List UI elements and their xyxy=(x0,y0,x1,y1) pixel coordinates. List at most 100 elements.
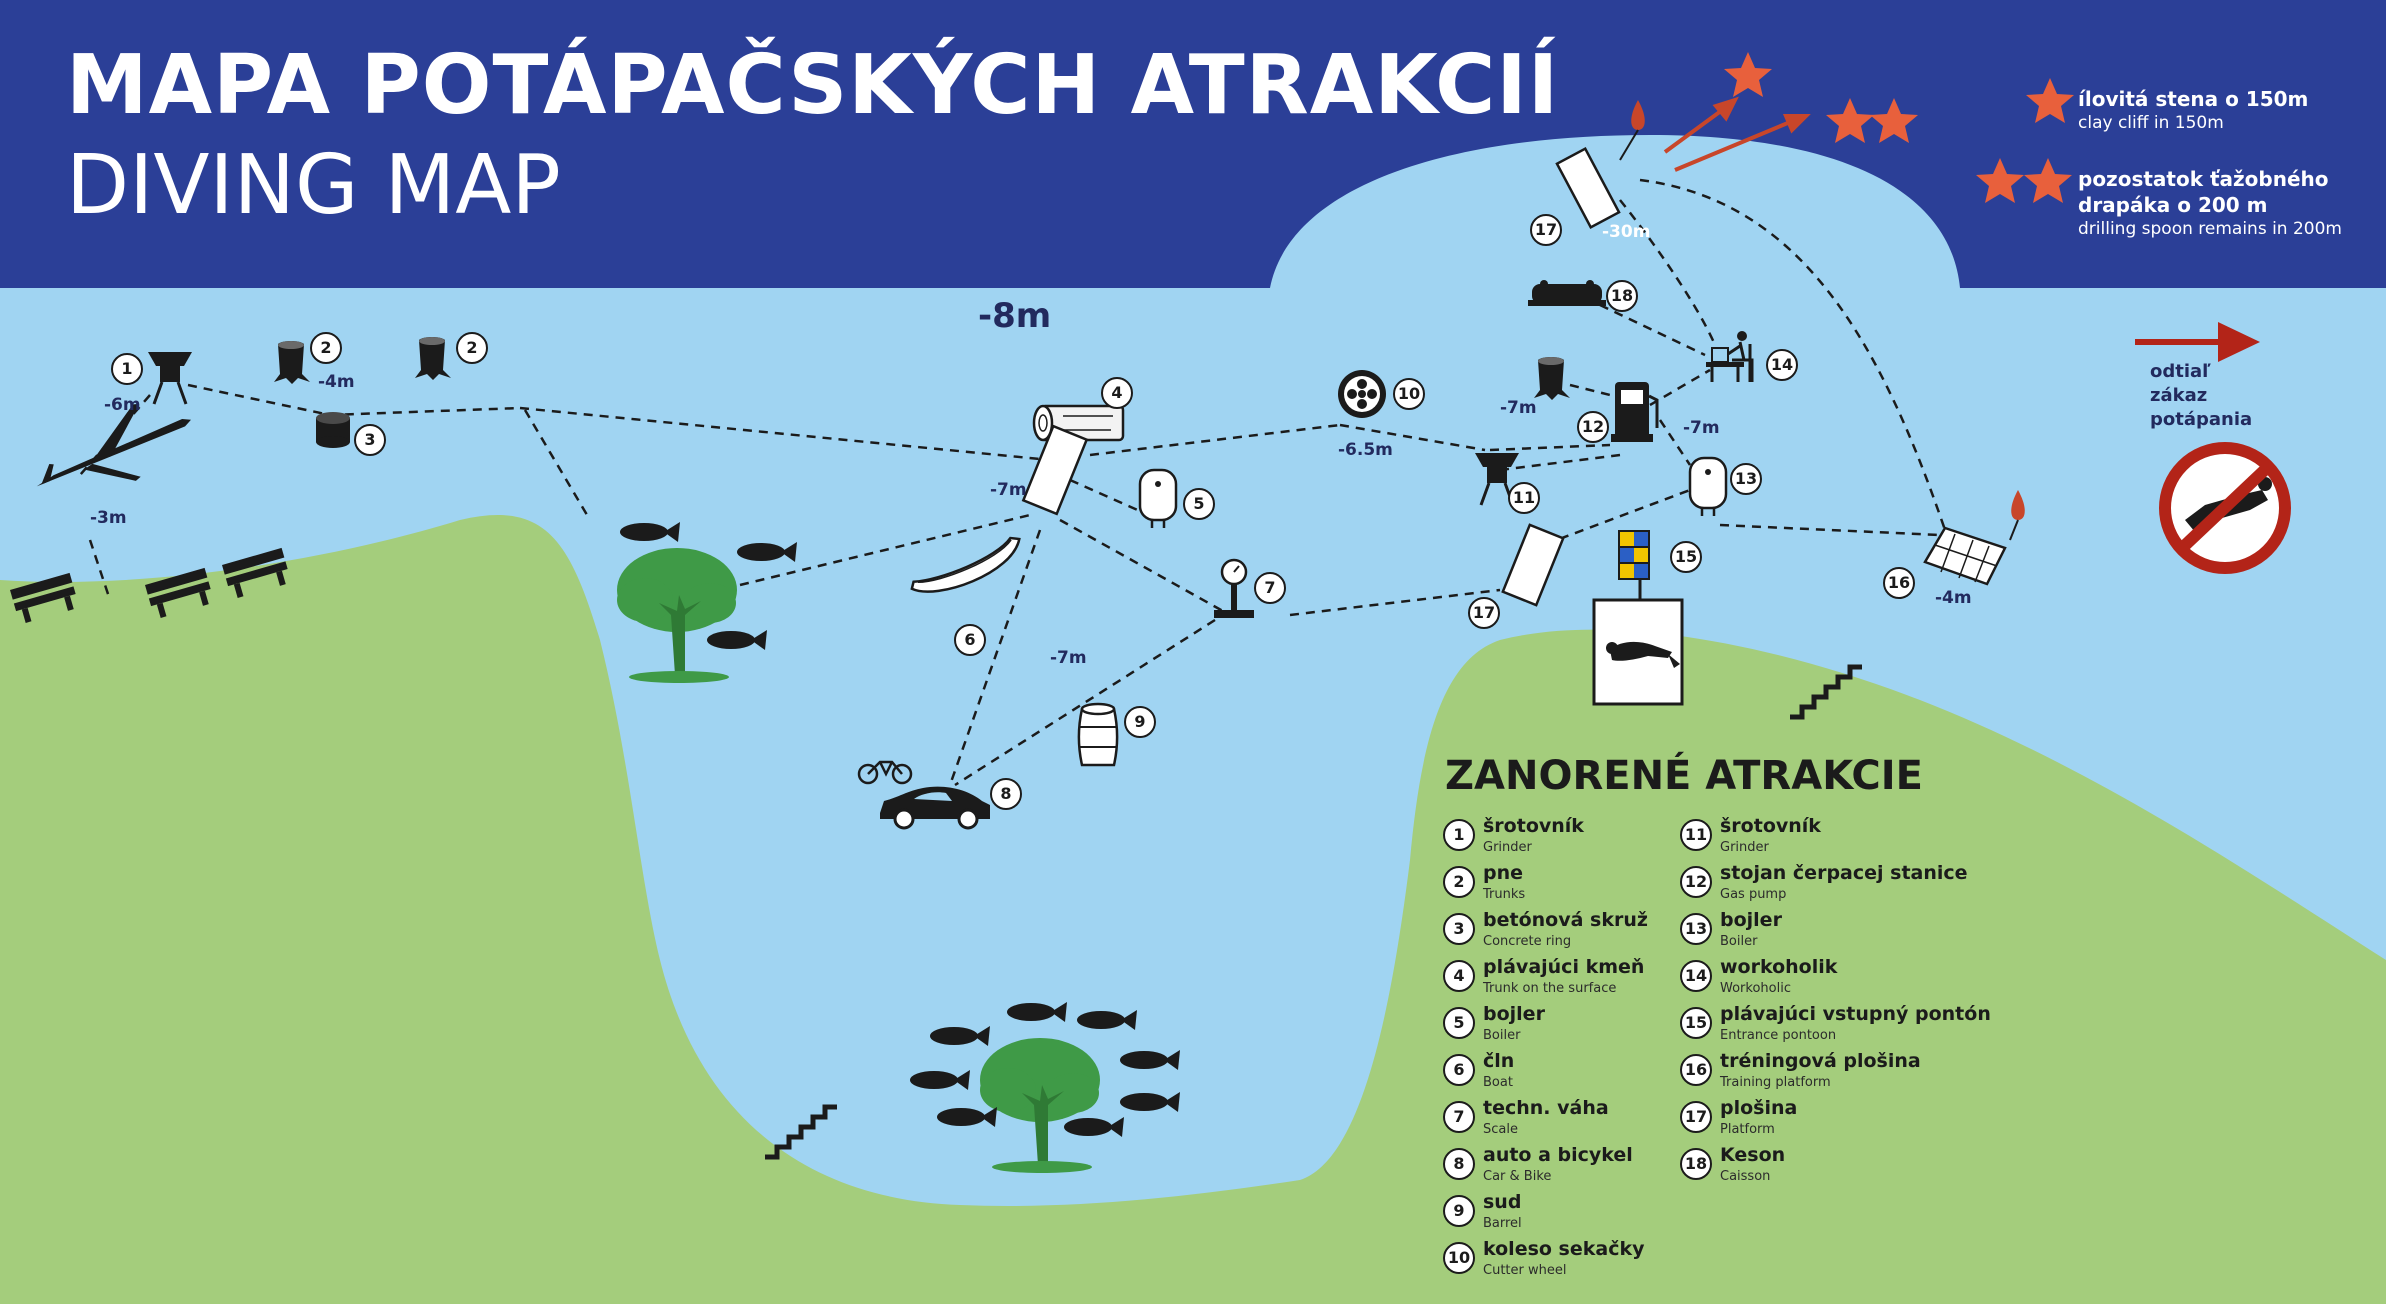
route-7-to-8 xyxy=(954,618,1216,787)
legend-name: techn. váha xyxy=(1483,1097,1609,1119)
scale-icon xyxy=(1214,558,1254,618)
log-icon xyxy=(1032,404,1125,442)
legend-number: 16 xyxy=(1680,1054,1712,1086)
route-12-to-14 xyxy=(1649,368,1711,407)
fish-icon xyxy=(930,1026,990,1046)
legend-english: Boiler xyxy=(1483,1028,1521,1043)
star-icon xyxy=(1976,158,2024,203)
map-marker-17[interactable]: 17 xyxy=(1530,214,1562,246)
legend-english: Cutter wheel xyxy=(1483,1263,1567,1278)
map-marker-17[interactable]: 17 xyxy=(1468,597,1500,629)
map-marker-11[interactable]: 11 xyxy=(1508,482,1540,514)
depth-label: -7m xyxy=(1683,418,1720,438)
map-marker-18[interactable]: 18 xyxy=(1606,280,1638,312)
drop-line xyxy=(2009,519,2019,541)
deep-arrows xyxy=(1663,96,1811,172)
route-glider-to-bench xyxy=(88,539,112,601)
workaholic-icon xyxy=(1706,331,1754,382)
legend-number: 5 xyxy=(1443,1007,1475,1039)
fish-icon xyxy=(620,522,680,542)
route-13-to-16 xyxy=(1719,523,1941,537)
legend-english: Trunk on the surface xyxy=(1483,981,1617,996)
legend-english: Grinder xyxy=(1483,840,1532,855)
diver-sign-icon xyxy=(1592,580,1684,706)
map-marker-6[interactable]: 6 xyxy=(954,624,986,656)
map-marker-9[interactable]: 9 xyxy=(1124,706,1156,738)
map-marker-2[interactable]: 2 xyxy=(456,332,488,364)
route-10-to-11 xyxy=(1339,423,1486,452)
map-marker-5[interactable]: 5 xyxy=(1183,488,1215,520)
depth-label: -6.5m xyxy=(1338,440,1393,460)
page-subtitle: DIVING MAP xyxy=(66,138,561,233)
legend-number: 3 xyxy=(1443,913,1475,945)
legend-english: Barrel xyxy=(1483,1216,1522,1231)
map-marker-7[interactable]: 7 xyxy=(1254,572,1286,604)
star-icon xyxy=(2026,78,2074,123)
legend-name: šrotovník xyxy=(1483,815,1584,837)
bench-icon xyxy=(10,572,76,623)
map-marker-12[interactable]: 12 xyxy=(1577,411,1609,443)
header-band xyxy=(0,0,2386,288)
route-3-to-tree xyxy=(523,409,592,521)
legend-english: Platform xyxy=(1720,1122,1775,1137)
map-marker-4[interactable]: 4 xyxy=(1101,377,1133,409)
legend-number: 7 xyxy=(1443,1101,1475,1133)
no-diving-note: odtiaľ zákaz potápania xyxy=(2150,360,2252,432)
training-platform-icon xyxy=(1923,526,2007,586)
map-marker-13[interactable]: 13 xyxy=(1730,463,1762,495)
legend-number: 13 xyxy=(1680,913,1712,945)
legend-title: ZANORENÉ ATRAKCIE xyxy=(1445,753,1923,799)
map-marker-8[interactable]: 8 xyxy=(990,778,1022,810)
cutter-wheel-icon xyxy=(1338,370,1386,418)
map-marker-10[interactable]: 10 xyxy=(1393,378,1425,410)
fish-group xyxy=(620,522,1180,1137)
legend-english: Trunks xyxy=(1483,887,1526,902)
legend-english: Gas pump xyxy=(1720,887,1787,902)
star-note-clay-cliff: ílovitá stena o 150m clay cliff in 150m xyxy=(2078,86,2308,134)
map-marker-15[interactable]: 15 xyxy=(1670,541,1702,573)
map-marker-14[interactable]: 14 xyxy=(1766,349,1798,381)
legend-english: Concrete ring xyxy=(1483,934,1572,949)
tree-icon xyxy=(980,1038,1100,1173)
benches xyxy=(10,547,288,623)
star-note-sub: clay cliff in 150m xyxy=(2078,113,2224,133)
no-diving-line: odtiaľ xyxy=(2150,361,2211,382)
legend-english: Caisson xyxy=(1720,1169,1771,1184)
legend-english: Boat xyxy=(1483,1075,1513,1090)
legend-name: pne xyxy=(1483,862,1524,884)
route-18-to-14 xyxy=(1599,303,1706,357)
concrete-ring-icon xyxy=(316,412,350,448)
star-icon xyxy=(2024,158,2072,203)
legend-english: Scale xyxy=(1483,1122,1518,1137)
fish-icon xyxy=(910,1070,970,1090)
legend-name: koleso sekačky xyxy=(1483,1238,1645,1260)
route-tree-to-17 xyxy=(739,513,1031,587)
star-note-title: drapáka o 200 m xyxy=(2078,193,2268,217)
legend-name: stojan čerpacej stanice xyxy=(1720,862,1968,884)
star-note-drilling-spoon: pozostatok ťažobného drapáka o 200 m dri… xyxy=(2078,166,2342,240)
legend-english: Car & Bike xyxy=(1483,1169,1552,1184)
map-marker-1[interactable]: 1 xyxy=(111,353,143,385)
legend-number: 4 xyxy=(1443,960,1475,992)
legend-number: 6 xyxy=(1443,1054,1475,1086)
legend-name: sud xyxy=(1483,1191,1522,1213)
depth-label: -7m xyxy=(1050,648,1087,668)
map-marker-16[interactable]: 16 xyxy=(1883,567,1915,599)
legend-number: 10 xyxy=(1443,1242,1475,1274)
depth-label: -4m xyxy=(1935,588,1972,608)
route-11-to-12 xyxy=(1489,443,1611,452)
map-marker-3[interactable]: 3 xyxy=(354,424,386,456)
star-icon xyxy=(1826,98,1874,143)
star-note-title: ílovitá stena o 150m xyxy=(2078,87,2309,111)
map-marker-2[interactable]: 2 xyxy=(310,332,342,364)
legend-name: auto a bicykel xyxy=(1483,1144,1633,1166)
barrel-icon xyxy=(1077,702,1119,767)
drop-icon xyxy=(2011,490,2025,520)
bicycle-icon xyxy=(857,760,913,785)
depth-label: -7m xyxy=(990,480,1027,500)
bench-icon xyxy=(145,567,211,618)
boat-icon xyxy=(910,536,1021,593)
tree-icon xyxy=(617,548,737,683)
fish-icon xyxy=(1007,1002,1067,1022)
